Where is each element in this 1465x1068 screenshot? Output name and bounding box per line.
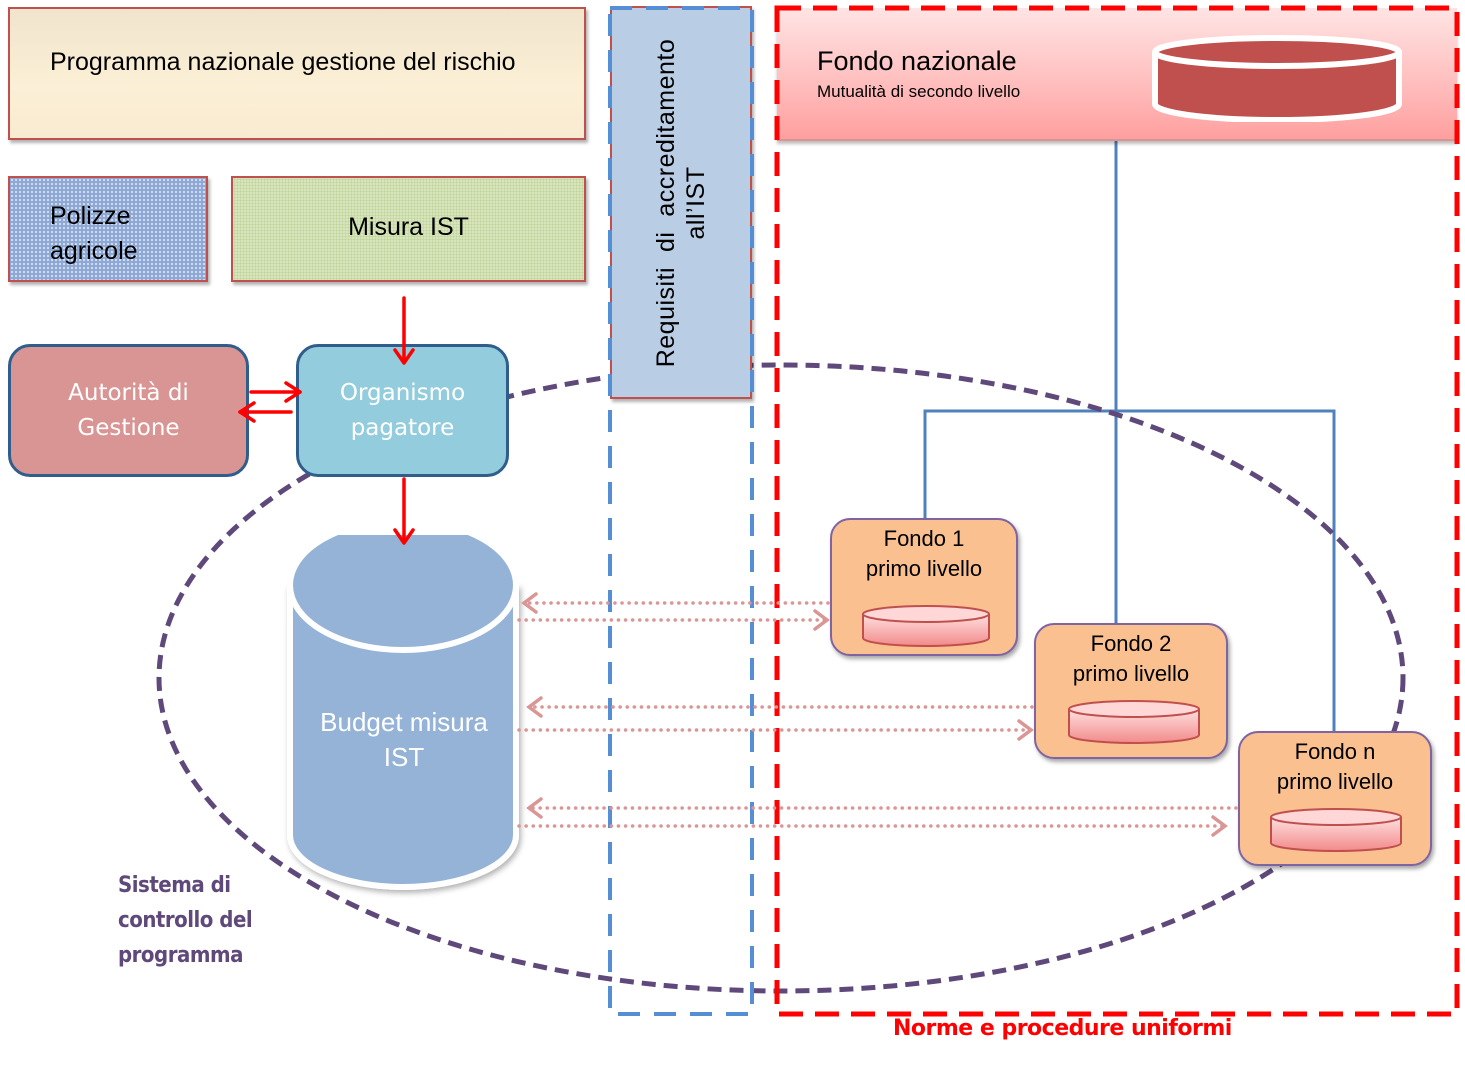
budget-line2: IST: [383, 742, 425, 772]
fondo-n-line1: Fondo n: [1294, 739, 1376, 764]
fondo-1-box: Fondo 1 primo livello: [830, 518, 1018, 656]
misura-ist-label: Misura IST: [348, 213, 469, 241]
organismo-pagatore-box: Organismo pagatore: [296, 344, 509, 477]
programma-label: Programma nazionale gestione del rischio: [50, 48, 516, 76]
arrow-organismo-to-budget: [393, 477, 415, 545]
fondo-n-line2: primo livello: [1276, 769, 1394, 794]
fondo-1-line2: primo livello: [865, 556, 983, 581]
fondo-n-database-icon: [1270, 808, 1402, 852]
fondo-2-line1: Fondo 2: [1090, 631, 1172, 656]
polizze-box: Polizze agricole: [8, 176, 208, 282]
fondo-2-box: Fondo 2 primo livello: [1034, 623, 1228, 759]
sistema-line2: controllo del: [118, 908, 253, 933]
arrow-fondon-to-budget: [526, 797, 1238, 819]
fondo-n-box: Fondo n primo livello: [1238, 731, 1432, 866]
arrow-fondo2-to-budget: [526, 696, 1034, 718]
organismo-line1: Organismo: [339, 379, 466, 406]
sistema-line1: Sistema di: [118, 873, 231, 898]
programma-box: Programma nazionale gestione del rischio: [8, 7, 586, 140]
norme-label: Norme e procedure uniformi: [893, 1016, 1232, 1041]
budget-label: Budget misura IST: [290, 705, 518, 775]
polizze-line2: agricole: [50, 237, 138, 265]
fondo-2-database-icon: [1068, 700, 1200, 744]
autorita-line2: Gestione: [77, 414, 180, 441]
budget-line1: Budget misura: [320, 707, 488, 737]
polizze-label: Polizze agricole: [50, 199, 138, 269]
arrow-budget-to-fondo2: [517, 719, 1034, 741]
polizze-line1: Polizze: [50, 202, 131, 230]
arrow-fondo1-to-budget: [521, 592, 830, 614]
autorita-line1: Autorità di: [68, 379, 189, 406]
budget-cylinder: [287, 535, 519, 890]
arrow-misura-to-organismo: [393, 296, 415, 365]
arrow-budget-to-fondon: [517, 815, 1228, 837]
misura-ist-box: Misura IST: [231, 176, 586, 282]
sistema-controllo-label: Sistema di controllo del programma: [118, 868, 253, 973]
arrow-organismo-to-autorita: [238, 401, 293, 423]
arrow-budget-to-fondo1: [517, 609, 830, 631]
fondo-1-line1: Fondo 1: [883, 526, 965, 551]
fondo-2-line2: primo livello: [1072, 661, 1190, 686]
organismo-line2: pagatore: [350, 414, 455, 441]
arrow-autorita-to-organismo: [249, 381, 302, 403]
fondo-1-database-icon: [862, 605, 990, 647]
sistema-line3: programma: [118, 943, 243, 968]
